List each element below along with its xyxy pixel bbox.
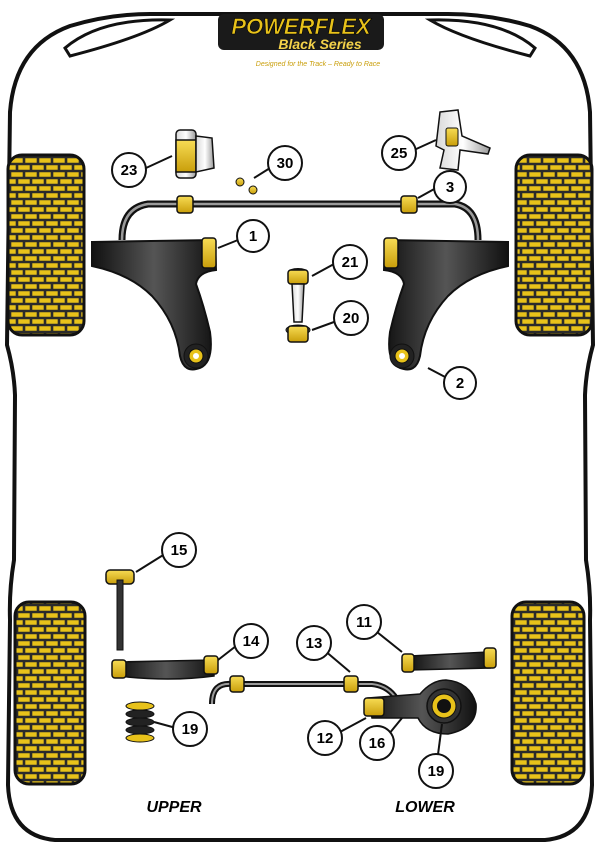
- callout-12: 12: [307, 720, 343, 756]
- lower-label: LOWER: [395, 799, 455, 816]
- callout-19-lower: 19: [418, 753, 454, 789]
- rear-trailing-arm: [363, 679, 477, 735]
- part-23-mount: [175, 129, 215, 179]
- callout-3-label: 3: [446, 179, 454, 196]
- rear-arb-bush-left: [229, 675, 245, 693]
- callout-13-label: 13: [306, 635, 323, 652]
- brand-name: POWERFLEX: [231, 14, 372, 39]
- car-body-outline: [4, 12, 596, 842]
- callout-3: 3: [433, 170, 467, 204]
- front-arb-bush-right: [400, 195, 418, 214]
- front-anti-roll-bar: [118, 200, 482, 241]
- callout-14-label: 14: [243, 633, 260, 650]
- callout-21: 21: [332, 244, 368, 280]
- part-30-washers: [235, 177, 258, 195]
- tyre-rear-right: [510, 600, 586, 786]
- callout-15: 15: [161, 532, 197, 568]
- callout-20: 20: [333, 300, 369, 336]
- rear-lower-arm-11: [401, 647, 497, 673]
- callout-19-upper-label: 19: [182, 721, 199, 738]
- callout-12-label: 12: [317, 730, 334, 747]
- brand-tagline: Designed for the Track – Ready to Race: [256, 61, 380, 68]
- rear-spring: [125, 701, 155, 743]
- rear-arb-bush-right: [343, 675, 359, 693]
- front-wishbone-right: [382, 237, 509, 371]
- front-right-notch: [424, 18, 537, 58]
- callout-25-label: 25: [391, 145, 408, 162]
- callout-19-lower-label: 19: [428, 763, 445, 780]
- callout-1-label: 1: [249, 228, 257, 245]
- tyre-front-right: [514, 153, 594, 337]
- front-arb-bush-left: [176, 195, 194, 214]
- callout-2: 2: [443, 366, 477, 400]
- callout-11-label: 11: [356, 614, 372, 631]
- callout-15-label: 15: [171, 542, 188, 559]
- callout-30: 30: [267, 145, 303, 181]
- brand-series: Black Series: [278, 36, 361, 52]
- part-25-mount: [435, 109, 491, 171]
- rear-upper-arm: [111, 655, 219, 680]
- callout-14: 14: [233, 623, 269, 659]
- callout-13: 13: [296, 625, 332, 661]
- callout-1: 1: [236, 219, 270, 253]
- callout-19-upper: 19: [172, 711, 208, 747]
- callout-11: 11: [346, 604, 382, 640]
- callout-16-label: 16: [369, 735, 386, 752]
- callout-23: 23: [111, 152, 147, 188]
- callout-2-label: 2: [456, 375, 464, 392]
- part-20-link-bush: [285, 324, 311, 343]
- front-wishbone-left: [91, 237, 218, 371]
- rear-drop-link: [105, 569, 135, 651]
- callout-30-label: 30: [277, 155, 294, 172]
- tyre-front-left: [6, 153, 86, 337]
- callout-25: 25: [381, 135, 417, 171]
- front-left-notch: [63, 18, 176, 58]
- callout-16: 16: [359, 725, 395, 761]
- callout-21-label: 21: [342, 254, 359, 271]
- upper-label: UPPER: [146, 799, 202, 816]
- callout-20-label: 20: [343, 310, 360, 327]
- callout-23-label: 23: [121, 162, 138, 179]
- brand-logo: POWERFLEX Black Series Designed for the …: [218, 14, 384, 68]
- tyre-rear-left: [13, 600, 87, 786]
- part-21-link-bush: [287, 268, 309, 323]
